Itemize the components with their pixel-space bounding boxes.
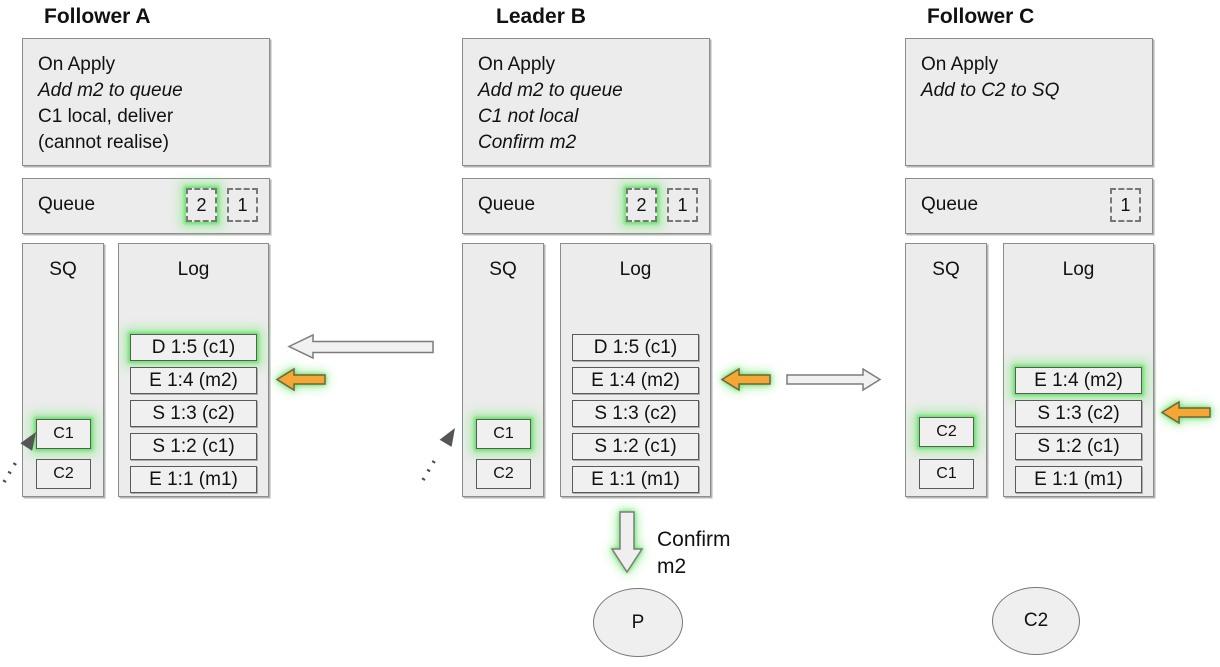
on-apply-line: On Apply: [478, 54, 556, 75]
apply-pointer-arrow-a-icon: [275, 367, 326, 392]
on-apply-box-a: On Apply Add m2 to queue C1 local, deliv…: [22, 38, 270, 166]
node-title-follower-a: Follower A: [44, 5, 151, 28]
on-apply-line: C1 not local: [478, 106, 579, 127]
sq-label: SQ: [932, 259, 960, 280]
on-apply-line: Add m2 to queue: [38, 80, 183, 101]
apply-pointer-arrow-c-icon: [1160, 400, 1211, 425]
on-apply-line: On Apply: [38, 54, 116, 75]
on-apply-line: Add to C2 to SQ: [921, 80, 1060, 101]
sq-item: C1: [476, 419, 531, 449]
queue-item: 1: [227, 188, 258, 222]
log-entry: S 1:3 (c2): [130, 400, 257, 427]
log-entry: S 1:3 (c2): [1015, 400, 1142, 427]
confirm-down-arrow-icon: [610, 511, 644, 574]
on-apply-line: (cannot realise): [38, 132, 169, 153]
apply-pointer-arrow-b-icon: [720, 367, 771, 392]
client-c2-ellipse: C2: [992, 587, 1080, 655]
sq-item: C1: [919, 459, 974, 489]
log-entry: E 1:1 (m1): [130, 466, 257, 493]
on-apply-line: On Apply: [921, 54, 999, 75]
log-entry: E 1:4 (m2): [572, 367, 699, 394]
sq-box-a: SQ C1 C2: [22, 243, 104, 497]
log-entry: S 1:2 (c1): [572, 433, 699, 460]
log-box-a: Log D 1:5 (c1) E 1:4 (m2) S 1:3 (c2) S 1…: [118, 243, 269, 497]
queue-box-c: Queue 1: [905, 178, 1153, 234]
sq-item: C2: [36, 459, 91, 489]
sq-item: C2: [476, 459, 531, 489]
on-apply-box-b: On Apply Add m2 to queue C1 not local Co…: [462, 38, 710, 166]
replicate-arrow-b-to-a-icon: [287, 333, 434, 360]
log-entry: E 1:4 (m2): [1015, 367, 1142, 394]
log-label: Log: [1062, 259, 1095, 280]
on-apply-line: C1 local, deliver: [38, 106, 174, 127]
log-label: Log: [177, 259, 210, 280]
sq-box-c: SQ C2 C1: [905, 243, 987, 497]
log-label: Log: [619, 259, 652, 280]
sq-box-b: SQ C1 C2: [462, 243, 544, 497]
queue-item: 1: [667, 188, 698, 222]
queue-label: Queue: [478, 194, 536, 215]
queue-label: Queue: [38, 194, 96, 215]
confirm-m2-label: Confirm m2: [657, 528, 731, 578]
sq-label: SQ: [489, 259, 517, 280]
on-apply-box-c: On Apply Add to C2 to SQ: [905, 38, 1153, 166]
node-title-follower-c: Follower C: [927, 5, 1035, 28]
on-apply-line: Add m2 to queue: [478, 80, 623, 101]
log-entry: E 1:1 (m1): [1015, 466, 1142, 493]
sq-label: SQ: [49, 259, 77, 280]
queue-box-a: Queue 2 1: [22, 178, 270, 234]
queue-item: 2: [186, 188, 217, 222]
log-box-c: Log E 1:4 (m2) S 1:3 (c2) S 1:2 (c1) E 1…: [1003, 243, 1154, 497]
queue-item: 2: [626, 188, 657, 222]
log-entry: D 1:5 (c1): [130, 334, 257, 361]
queue-item: 1: [1110, 188, 1141, 222]
sq-item: C1: [36, 419, 91, 449]
node-title-leader-b: Leader B: [496, 5, 586, 28]
dotted-pointer-arrow-b-icon: [421, 428, 455, 481]
log-box-b: Log D 1:5 (c1) E 1:4 (m2) S 1:3 (c2) S 1…: [560, 243, 711, 497]
log-entry: E 1:1 (m1): [572, 466, 699, 493]
queue-box-b: Queue 2 1: [462, 178, 710, 234]
sq-item: C2: [919, 417, 974, 447]
on-apply-line: Confirm m2: [478, 132, 577, 153]
process-p-ellipse: P: [593, 588, 683, 657]
queue-label: Queue: [921, 194, 979, 215]
log-entry: S 1:2 (c1): [130, 433, 257, 460]
log-entry: D 1:5 (c1): [572, 334, 699, 361]
dotted-pointer-arrow-a-icon: [2, 432, 36, 483]
replicate-arrow-b-to-c-icon: [786, 367, 882, 392]
log-entry: S 1:3 (c2): [572, 400, 699, 427]
log-entry: E 1:4 (m2): [130, 367, 257, 394]
log-entry: S 1:2 (c1): [1015, 433, 1142, 460]
